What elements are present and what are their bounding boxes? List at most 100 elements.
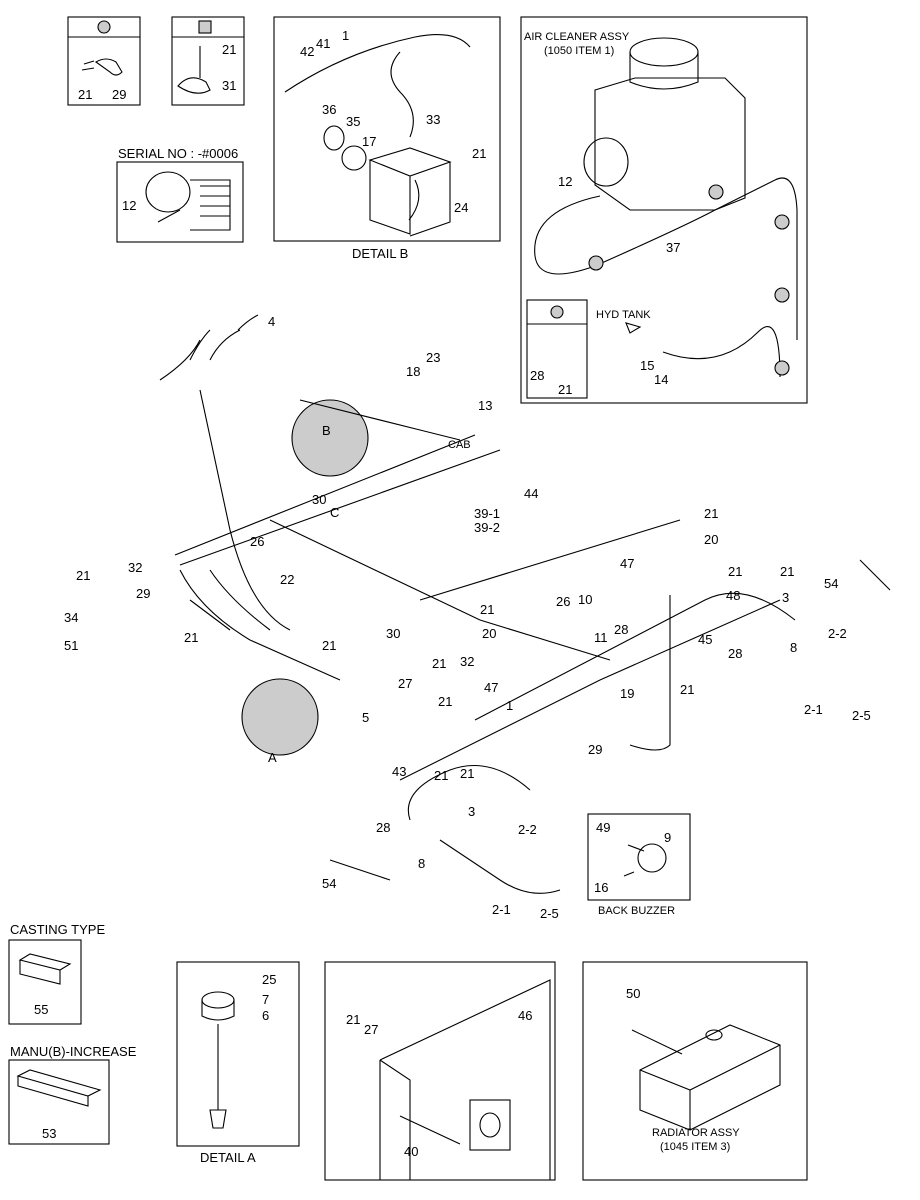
detail-a-title: DETAIL A — [200, 1150, 256, 1165]
part-label: 14 — [654, 372, 668, 387]
part-label: 1 — [506, 698, 513, 713]
part-label: 20 — [482, 626, 496, 641]
part-label: 13 — [478, 398, 492, 413]
part-label: 21 — [472, 146, 486, 161]
part-label: 29 — [112, 87, 126, 102]
part-label: 21 — [680, 682, 694, 697]
part-label: 27 — [364, 1022, 378, 1037]
part-label: 21 — [434, 768, 448, 783]
main-harness — [159, 314, 891, 894]
part-label: 47 — [484, 680, 498, 695]
part-label: 21 — [704, 506, 718, 521]
part-label: 35 — [346, 114, 360, 129]
part-label: 39-1 — [474, 506, 500, 521]
part-label: 47 — [620, 556, 634, 571]
part-label: 21 — [728, 564, 742, 579]
part-label: 24 — [454, 200, 468, 215]
radiator-ref: (1045 ITEM 3) — [660, 1141, 730, 1153]
part-label: 2-1 — [492, 902, 511, 917]
part-label: 21 — [346, 1012, 360, 1027]
air-cleaner-panel — [520, 16, 808, 404]
part-label: 51 — [64, 638, 78, 653]
detail-b-panel — [273, 16, 501, 242]
radiator-title: RADIATOR ASSY — [652, 1127, 740, 1139]
manu-title: MANU(B)-INCREASE — [10, 1044, 137, 1059]
part-label: 40 — [404, 1144, 418, 1159]
casting-title: CASTING TYPE — [10, 922, 105, 937]
part-label: 17 — [362, 134, 376, 149]
detail-a-panel — [176, 961, 300, 1147]
part-label: 9 — [664, 830, 671, 845]
part-label: 6 — [262, 1008, 269, 1023]
part-label: 3 — [468, 804, 475, 819]
part-label: 2-2 — [828, 626, 847, 641]
part-label: 21 — [780, 564, 794, 579]
part-label: 21 — [460, 766, 474, 781]
part-label: 49 — [596, 820, 610, 835]
part-label: 2-5 — [852, 708, 871, 723]
part-label: 21 — [78, 87, 92, 102]
part-label: 7 — [262, 992, 269, 1007]
part-label: 28 — [530, 368, 544, 383]
part-label: 29 — [588, 742, 602, 757]
part-label: 53 — [42, 1126, 56, 1141]
part-label: 2-5 — [540, 906, 559, 921]
air-cleaner-ref: (1050 ITEM 1) — [544, 45, 614, 57]
part-label: 34 — [64, 610, 78, 625]
part-label: 28 — [728, 646, 742, 661]
clip-square-panel — [171, 16, 245, 106]
part-label: 18 — [406, 364, 420, 379]
part-label: 22 — [280, 572, 294, 587]
part-label: 27 — [398, 676, 412, 691]
part-label: 54 — [322, 876, 336, 891]
part-label: 46 — [518, 1008, 532, 1023]
part-label: 8 — [418, 856, 425, 871]
part-label: 36 — [322, 102, 336, 117]
part-label: 12 — [122, 198, 136, 213]
part-label: 50 — [626, 986, 640, 1001]
part-label: 28 — [614, 622, 628, 637]
part-label: 1 — [342, 28, 349, 43]
part-label: 15 — [640, 358, 654, 373]
part-label: 3 — [782, 590, 789, 605]
part-label: 10 — [578, 592, 592, 607]
detail-b-title: DETAIL B — [352, 246, 408, 261]
part-label: 2-2 — [518, 822, 537, 837]
part-label: 33 — [426, 112, 440, 127]
callout-a: A — [268, 750, 277, 765]
part-label: 23 — [426, 350, 440, 365]
part-label: 29 — [136, 586, 150, 601]
part-label: 11 — [594, 630, 608, 645]
part-label: 21 — [184, 630, 198, 645]
back-buzzer-panel — [587, 813, 691, 901]
part-label: 45 — [698, 632, 712, 647]
callout-c: C — [330, 505, 339, 520]
clip-round-panel — [67, 16, 141, 106]
part-label: 21 — [480, 602, 494, 617]
part-label: 25 — [262, 972, 276, 987]
part-label: 43 — [392, 764, 406, 779]
part-label: 31 — [222, 78, 236, 93]
part-label: 20 — [704, 532, 718, 547]
part-label: 8 — [790, 640, 797, 655]
part-label: 2-1 — [804, 702, 823, 717]
part-label: 30 — [312, 492, 326, 507]
back-buzzer-title: BACK BUZZER — [598, 905, 675, 917]
part-label: 32 — [460, 654, 474, 669]
cab-label: CAB — [448, 439, 471, 451]
part-label: 26 — [250, 534, 264, 549]
part-label: 44 — [524, 486, 538, 501]
part-label: 5 — [362, 710, 369, 725]
air-cleaner-title: AIR CLEANER ASSY — [524, 31, 630, 43]
part-label: 21 — [322, 638, 336, 653]
callout-b: B — [322, 423, 331, 438]
part-label: 39-2 — [474, 520, 500, 535]
part-label: 42 — [300, 44, 314, 59]
part-label: 4 — [268, 314, 275, 329]
part-label: 54 — [824, 576, 838, 591]
part-label: 21 — [432, 656, 446, 671]
part-label: 21 — [558, 382, 572, 397]
frame-panel — [324, 961, 556, 1181]
radiator-panel — [582, 961, 808, 1181]
